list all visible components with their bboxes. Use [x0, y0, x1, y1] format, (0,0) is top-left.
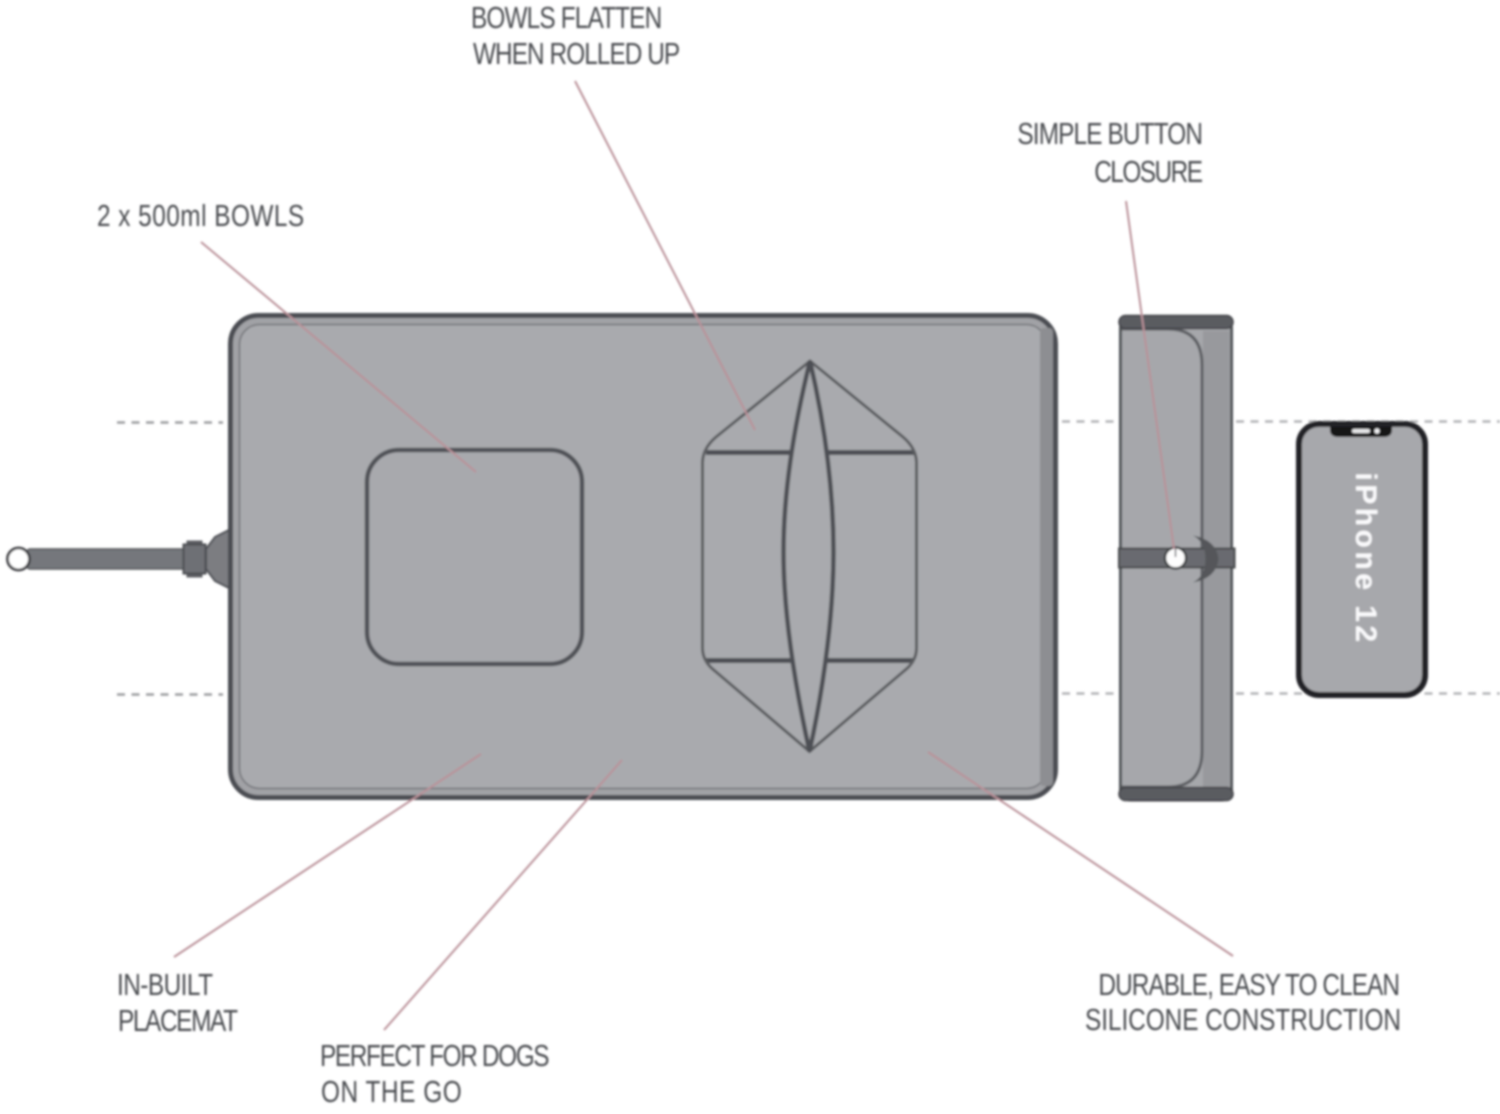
svg-text:SIMPLE BUTTON: SIMPLE BUTTON — [1017, 116, 1203, 150]
svg-text:PERFECT FOR DOGS: PERFECT FOR DOGS — [320, 1038, 550, 1072]
svg-text:ON THE GO: ON THE GO — [321, 1074, 462, 1108]
svg-text:IN-BUILT: IN-BUILT — [117, 967, 213, 1001]
svg-text:PLACEMAT: PLACEMAT — [118, 1003, 238, 1037]
svg-text:CLOSURE: CLOSURE — [1094, 154, 1203, 188]
svg-text:2 x 500ml BOWLS: 2 x 500ml BOWLS — [97, 198, 304, 232]
svg-text:DURABLE, EASY TO CLEAN: DURABLE, EASY TO CLEAN — [1098, 967, 1400, 1001]
svg-text:iPhone 12: iPhone 12 — [1349, 472, 1382, 645]
svg-text:SILICONE CONSTRUCTION: SILICONE CONSTRUCTION — [1085, 1002, 1401, 1036]
svg-text:WHEN ROLLED UP: WHEN ROLLED UP — [473, 36, 680, 70]
svg-text:BOWLS FLATTEN: BOWLS FLATTEN — [471, 0, 662, 34]
